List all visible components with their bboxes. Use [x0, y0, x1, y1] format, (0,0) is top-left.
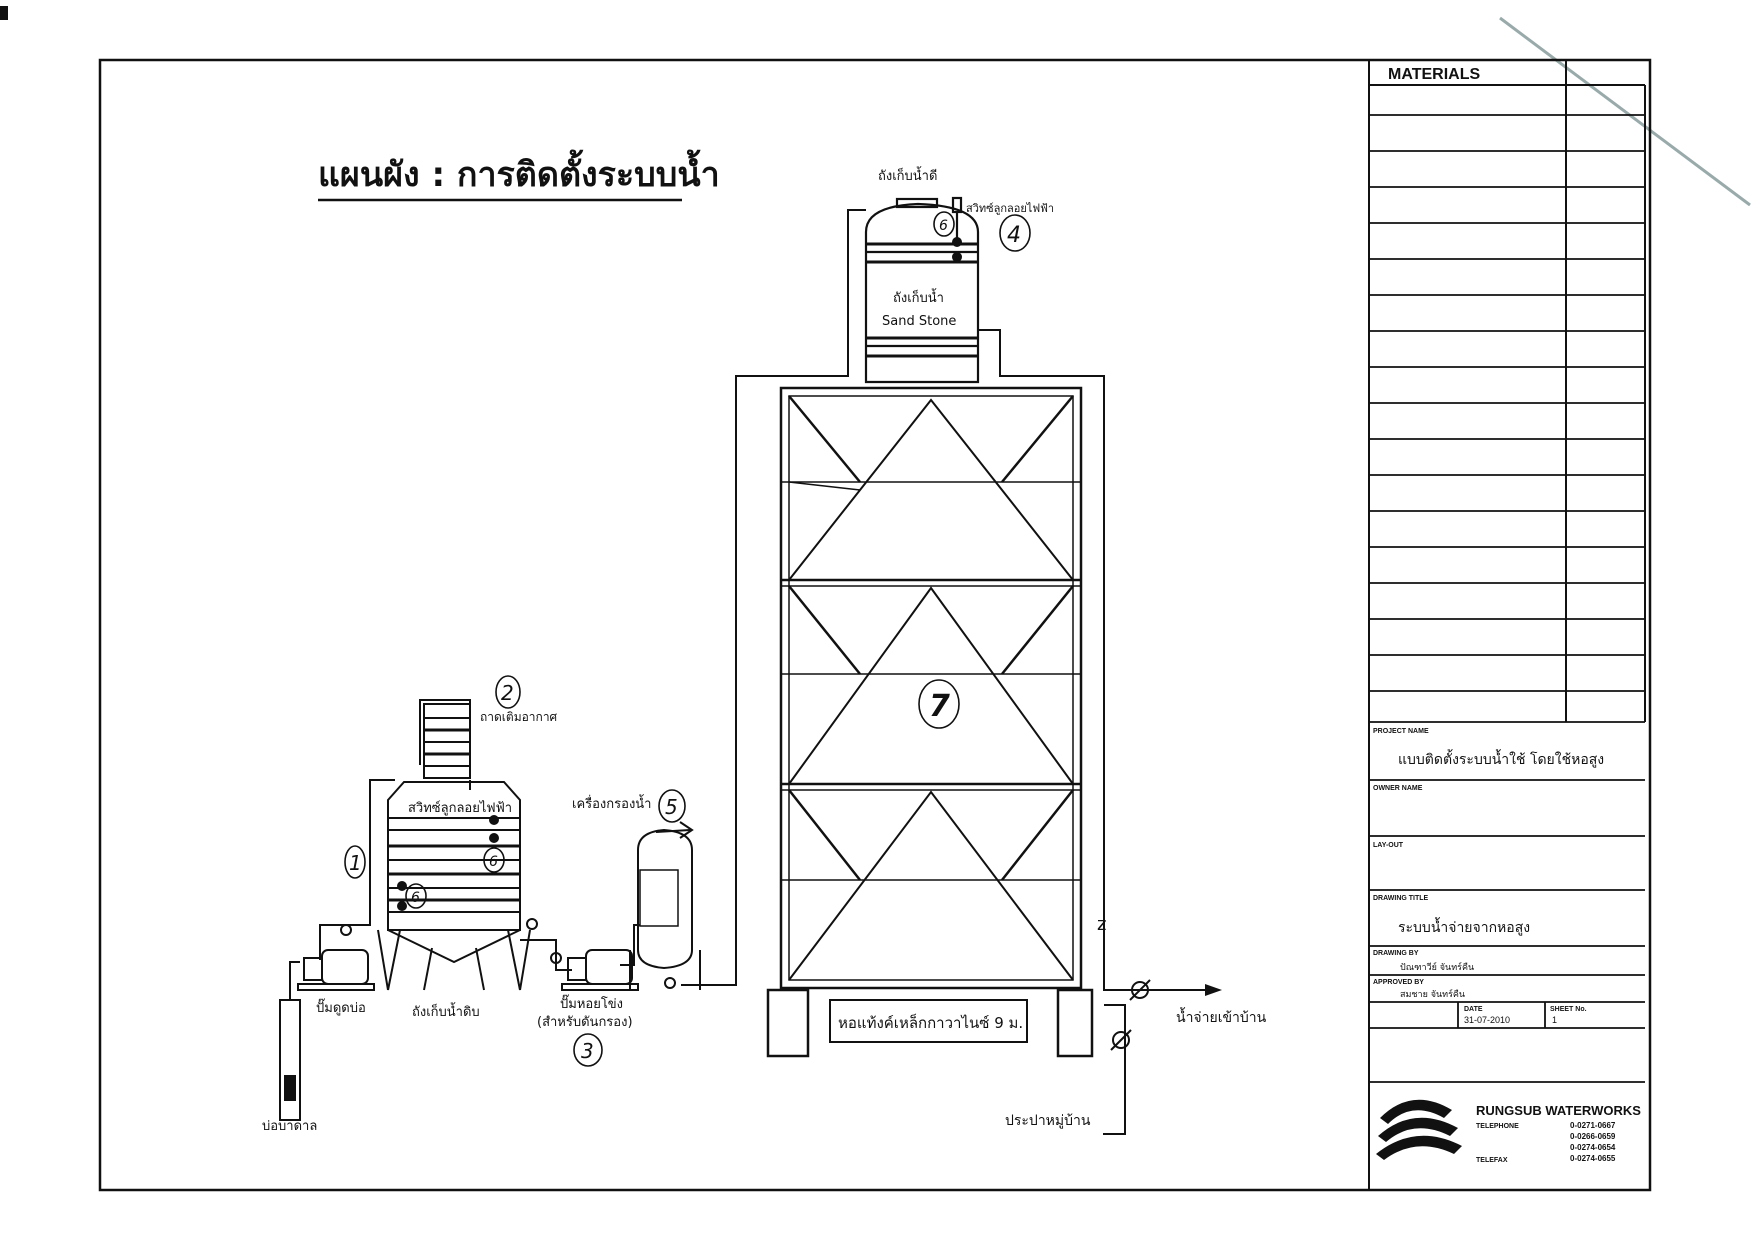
callout-6: 6 [939, 218, 948, 234]
sheet-label: SHEET No. [1550, 1006, 1587, 1013]
valve-icon [340, 918, 1151, 1051]
company-logo [1376, 1099, 1462, 1160]
project-name-label: PROJECT NAME [1373, 728, 1429, 735]
page-title: แผนผัง : การติดตั้งระบบน้ำ [318, 149, 720, 195]
callout-circles [344, 211, 1031, 1067]
telefax-label: TELEFAX [1476, 1157, 1508, 1164]
filter-pump-label: ปั๊มหอยโข่ง [560, 994, 623, 1012]
tower-label: หอแท้งค์เหล็กกาวาไนซ์ 9 ม. [838, 1013, 1023, 1032]
phone-2: 0-0266-0659 [1570, 1132, 1616, 1141]
float-switch-label: สวิทซ์ลูกลอยไฟฟ้า [966, 202, 1054, 215]
clean-tank-label: ถังเก็บน้ำดี [878, 166, 937, 184]
callout-2: 2 [501, 681, 514, 705]
drawing-title-label: DRAWING TITLE [1373, 895, 1429, 902]
phone-4: 0-0274-0655 [1570, 1154, 1616, 1163]
village-supply-label: ประปาหมู่บ้าน [1005, 1113, 1091, 1129]
callout-7: 7 [929, 689, 950, 724]
corner-mark [0, 6, 8, 20]
float-ball [952, 237, 962, 247]
top-water-tank [864, 196, 980, 384]
materials-rows [1369, 114, 1645, 692]
date-label: DATE [1464, 1006, 1483, 1013]
float-ball [397, 881, 407, 891]
drawing-title: ระบบน้ำจ่ายจากหอสูง [1398, 917, 1530, 936]
raw-water-tank [377, 780, 531, 991]
sheet-no: 1 [1552, 1015, 1557, 1025]
well-label: บ่อบาดาล [262, 1119, 317, 1134]
tank-name-th: ถังเก็บน้ำ [893, 288, 944, 306]
water-filter [629, 821, 701, 990]
project-name: แบบติดตั้งระบบน้ำใช้ โดยใช้หอสูง [1398, 749, 1604, 768]
phone-3: 0-0274-0654 [1570, 1143, 1616, 1152]
telephone-label: TELEPHONE [1476, 1123, 1519, 1130]
pipes [289, 209, 1205, 1135]
raw-float-switch-label: สวิทซ์ลูกลอยไฟฟ้า [408, 800, 512, 816]
flow-arrow [1205, 984, 1222, 996]
callout-6: 6 [411, 890, 420, 906]
filter-pump [561, 949, 639, 991]
float-ball [489, 815, 499, 825]
layout-label: LAY-OUT [1373, 842, 1404, 849]
phone-1: 0-0271-0667 [1570, 1121, 1616, 1130]
float-ball [397, 901, 407, 911]
float-ball [952, 252, 962, 262]
callout-1: 1 [349, 851, 362, 875]
fold-mark [1499, 16, 1751, 207]
check-valve-mark: z [1097, 914, 1106, 935]
float-ball [489, 833, 499, 843]
title-block-fields [1369, 721, 1645, 1083]
callout-4: 4 [1007, 223, 1021, 248]
filter-label: เครื่องกรองน้ำ [572, 794, 651, 812]
approved-by: สมชาย จันทร์คืน [1400, 988, 1465, 1000]
air-vent-tank [423, 703, 471, 779]
deep-pump-label: ปั๊มดูดบ่อ [316, 998, 366, 1016]
drawing-border [98, 58, 1652, 1192]
callout-6: 6 [489, 854, 498, 870]
air-vent-label: ถาดเติมอากาศ [480, 710, 558, 724]
to-house-label: น้ำจ่ายเข้าบ้าน [1176, 1007, 1267, 1026]
tank-name-en: Sand Stone [882, 314, 956, 329]
filter-pump-note: (สำหรับดันกรอง) [537, 1015, 633, 1030]
steel-tower [766, 386, 1094, 1058]
owner-name-label: OWNER NAME [1373, 785, 1423, 792]
callout-3: 3 [581, 1039, 594, 1063]
raw-tank-label: ถังเก็บน้ำดิบ [412, 1002, 480, 1020]
company-name: RUNGSUB WATERWORKS [1476, 1103, 1641, 1118]
drawn-by: ปัณฑาวีย์ จันทร์คืน [1400, 961, 1474, 973]
callout-5: 5 [665, 795, 678, 819]
approved-by-label: APPROVED BY [1373, 979, 1424, 986]
materials-header: MATERIALS [1388, 66, 1480, 83]
date-value: 31-07-2010 [1464, 1015, 1510, 1025]
deep-well-pump [279, 949, 375, 1121]
drawn-by-label: DRAWING BY [1373, 950, 1419, 957]
